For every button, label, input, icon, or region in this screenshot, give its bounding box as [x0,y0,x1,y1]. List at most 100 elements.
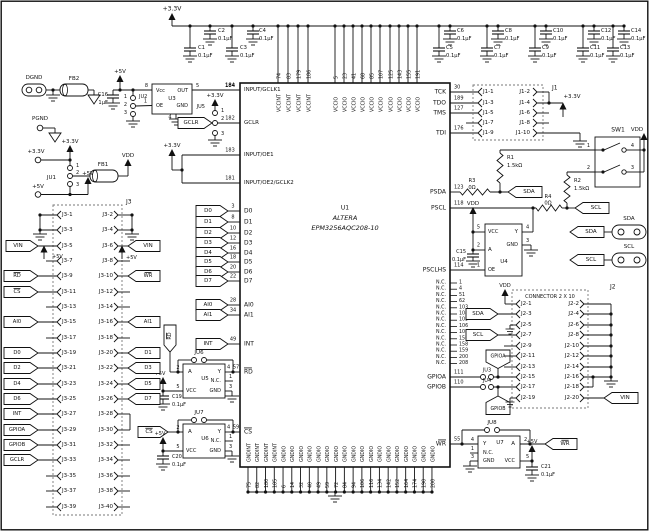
chip-mfr: ALTERA [332,214,358,222]
connector-pin: J3-14 [98,304,114,310]
pin-name: A [188,429,192,435]
pin-number: 85 [369,73,375,79]
pin-number: 191 [415,70,421,79]
pin-number: 5 [176,384,179,390]
connector-ref: J1 [551,85,558,92]
pin-number: 1 [587,143,590,149]
pin-name: VCCIO [406,97,412,112]
net-flag: CS [145,429,153,435]
pin-name: N.C. [436,354,446,360]
pin-name: VCCIO [360,97,366,112]
junction-dot [591,375,595,379]
terminal-label: PGND [32,116,48,122]
net-flag: VIN [143,243,153,249]
pin-name: GNDINT [255,443,261,462]
pin-number: 158 [459,342,468,348]
pin-number: 83 [286,73,292,79]
pin-number: 8 [231,215,234,221]
net-flag: RD [13,273,21,279]
connector-pin: J2-9 [520,343,532,349]
pin-number: 8 [145,83,148,89]
cap-ref: C5 [446,45,453,51]
pin-name: GNDINT [246,443,252,462]
connector-pin: J3-6 [101,243,113,249]
cap-value: 0.1μF [240,53,255,59]
cap-value: 0.1μF [172,462,186,468]
pin-number: 12 [230,236,236,242]
pin-name: GNDIO [422,446,428,462]
terminal-label: SCL [624,244,635,250]
connector-pin: J2-18 [564,384,580,390]
pin-name: VCCIO [415,97,421,112]
pin-number: 94 [351,482,357,488]
pin-name: TDO [432,100,446,107]
pin-name: GNDIO [360,446,366,462]
connector-pin: J3-21 [61,365,76,371]
net-flag: AI0 [204,302,213,308]
junction-dot [609,344,613,348]
net-flag: D0 [204,208,212,214]
power-label: VDD [499,283,511,289]
cap-value: 0.1μF [259,36,274,42]
pin-number: 106 [459,323,468,329]
pin-number: 4 [471,437,474,443]
cap-ref: C20 [172,454,182,460]
pin-number: 181 [225,176,235,182]
pin-number: 59 [233,425,239,431]
net-flag: GPIOA [9,427,26,433]
cap-value: 0.1μF [631,36,646,42]
pin-number: 123 [454,185,464,191]
pin-name: N.C. [436,292,446,298]
pin-name: GNDIO [386,446,392,462]
jumper-label: JU3 [482,368,491,374]
pin-name: VCCIO [397,97,403,112]
cap-value: 0.1μF [505,36,520,42]
pin-number: 182 [225,116,235,122]
junction-dot [333,24,337,28]
connector-pin: J3-26 [98,396,114,402]
pin-name: VCCINT [296,94,302,112]
connector-pin: J2-1 [520,301,532,307]
connector-pin: J1-7 [482,120,494,126]
connector-pin: J3-10 [98,273,114,279]
pin-number: 104 [459,311,468,317]
pin-number: 208 [459,360,468,366]
pin-number: 2 [124,102,127,108]
connector-pin: J3-38 [98,488,114,494]
connector-pin: J3-37 [61,488,77,494]
pin-number: 3 [229,384,232,390]
pin-number: 1 [229,374,232,380]
net-flag: WR [560,441,569,447]
pin-number: 20 [230,265,236,271]
pin-name: N.C. [436,286,446,292]
pin-name: D0 [244,208,253,215]
connector-ref: J3 [125,199,132,206]
net-flag: D7 [144,396,151,402]
connector-pin: J2-6 [567,322,579,328]
power-label: +5V [52,254,63,260]
connector-pin: J2-5 [520,322,532,328]
pin-name: Y [514,229,519,235]
connector-pin: J3-23 [61,381,77,387]
net-flag: D4 [204,250,212,256]
connector-pin: J2-4 [567,311,579,317]
pin-number: 200 [430,479,436,488]
pin-name: D4 [244,250,253,257]
pin-number: 155 [406,70,412,79]
pin-name: VCCINT [276,94,282,112]
pin-number: 105 [459,317,468,323]
pin-number: 200 [459,354,468,360]
pin-number: 40 [308,482,314,488]
pin-name: N.C. [211,378,222,384]
jumper-label: JU6 [193,350,204,356]
pin-number: 55 [454,437,460,443]
pin-number: 3 [526,238,529,244]
pin-number: 152 [395,479,401,488]
pin-number: 1 [229,434,232,440]
